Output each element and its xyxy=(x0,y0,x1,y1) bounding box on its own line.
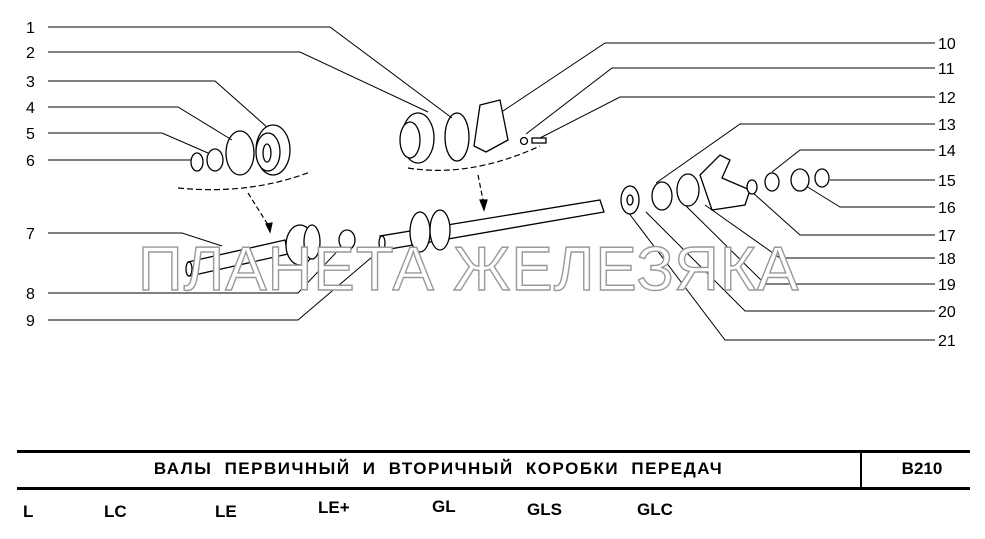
callouts-right: 10 11 12 13 14 15 16 17 18 19 20 21 xyxy=(938,36,956,350)
callouts-left: 1 2 3 4 5 6 7 8 9 xyxy=(26,20,35,330)
callout-19: 19 xyxy=(938,277,956,294)
callout-8: 8 xyxy=(26,286,35,303)
variant-gl: GL xyxy=(432,497,456,516)
callout-12: 12 xyxy=(938,90,956,107)
callout-9: 9 xyxy=(26,313,35,330)
watermark: ПЛАНЕТА ЖЕЛЕЗЯКА xyxy=(138,235,799,304)
callout-4: 4 xyxy=(26,100,35,117)
diagram-title: ВАЛЫ ПЕРВИЧНЫЙ И ВТОРИЧНЫЙ КОРОБКИ ПЕРЕД… xyxy=(153,459,724,478)
variant-gls: GLS xyxy=(527,500,562,519)
callout-6: 6 xyxy=(26,153,35,170)
variant-glc: GLC xyxy=(637,500,673,519)
title-bar: ВАЛЫ ПЕРВИЧНЫЙ И ВТОРИЧНЫЙ КОРОБКИ ПЕРЕД… xyxy=(17,450,970,490)
variant-le: LE xyxy=(215,502,237,521)
callout-7: 7 xyxy=(26,226,35,243)
diagram-code: B210 xyxy=(901,459,943,478)
callout-15: 15 xyxy=(938,173,956,190)
callout-11: 11 xyxy=(938,61,955,78)
callout-2: 2 xyxy=(26,45,35,62)
callout-1: 1 xyxy=(26,20,35,37)
callout-17: 17 xyxy=(938,228,956,245)
callout-16: 16 xyxy=(938,200,956,217)
callout-14: 14 xyxy=(938,143,956,160)
leader-lines xyxy=(48,26,935,341)
callout-5: 5 xyxy=(26,126,35,143)
variant-le-plus: LE+ xyxy=(318,498,350,517)
exploded-parts-diagram: ПЛАНЕТА ЖЕЛЕЗЯКА 1 2 3 4 5 6 7 8 9 10 11… xyxy=(26,20,956,350)
variant-l: L xyxy=(23,502,34,521)
variant-lc: LC xyxy=(104,502,127,521)
title-divider xyxy=(860,453,862,487)
callout-3: 3 xyxy=(26,74,35,91)
parts xyxy=(185,99,830,277)
callout-21: 21 xyxy=(938,333,956,350)
callout-10: 10 xyxy=(938,36,956,53)
callout-20: 20 xyxy=(938,304,956,321)
callout-13: 13 xyxy=(938,117,956,134)
callout-18: 18 xyxy=(938,251,956,268)
assembly-dashes xyxy=(177,145,541,234)
